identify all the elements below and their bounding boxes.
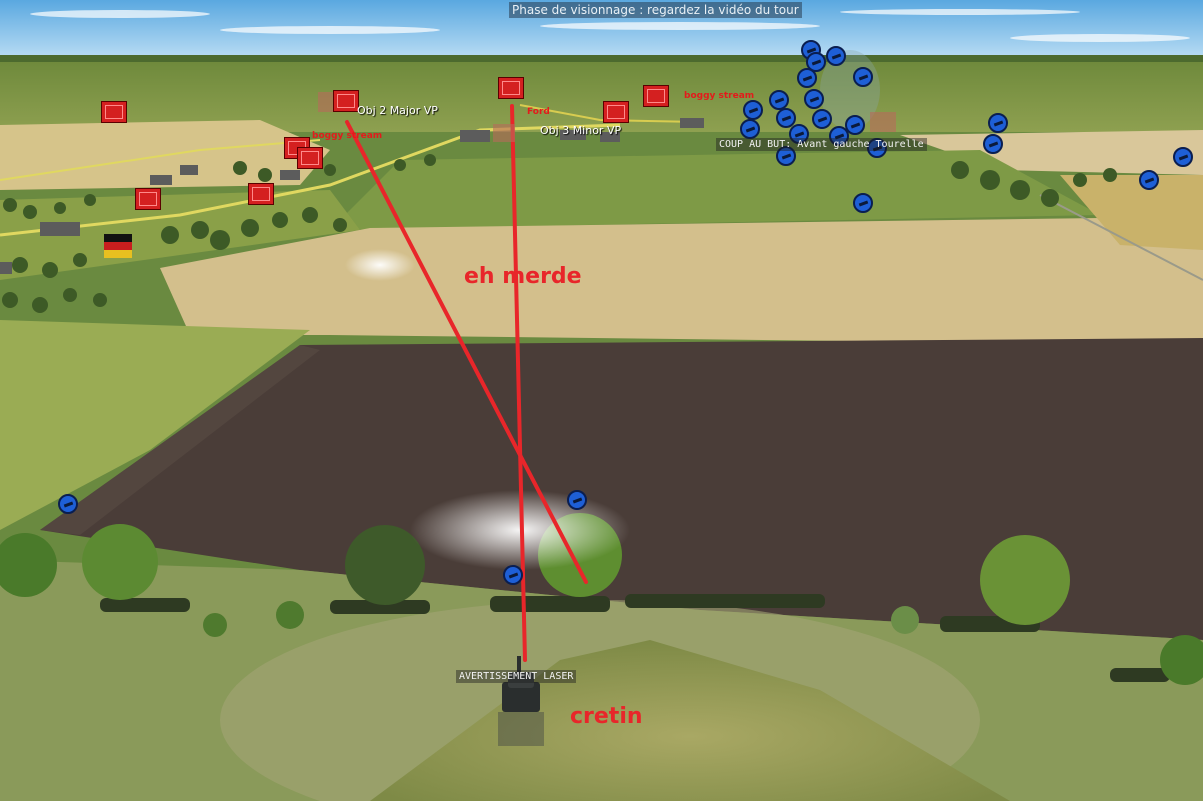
village-buildings — [0, 118, 704, 274]
allied-unit-marker[interactable] — [776, 146, 796, 166]
golden-field-right — [1060, 175, 1203, 250]
allied-unit-marker[interactable] — [804, 89, 824, 109]
village-trees — [2, 154, 1117, 313]
allied-unit-marker[interactable] — [503, 565, 523, 585]
allied-unit-marker[interactable] — [812, 109, 832, 129]
allied-unit-marker[interactable] — [867, 138, 887, 158]
axis-unit-marker[interactable] — [297, 147, 323, 169]
allied-unit-marker[interactable] — [789, 124, 809, 144]
allied-unit-marker[interactable] — [853, 193, 873, 213]
objective-2-label[interactable]: Obj 2 Major VP — [357, 104, 438, 117]
wheat-field-right — [900, 130, 1203, 175]
allied-unit-marker[interactable] — [826, 46, 846, 66]
annotation-eh-merde: eh merde — [464, 264, 582, 289]
allied-unit-marker[interactable] — [1139, 170, 1159, 190]
player-tank[interactable] — [498, 656, 544, 746]
stubble-field — [160, 218, 1203, 345]
hit-message: COUP AU BUT: Avant gauche Tourelle — [716, 138, 927, 151]
allied-unit-marker[interactable] — [983, 134, 1003, 154]
smoke-cloud-1 — [345, 249, 415, 281]
foreground-trees — [0, 513, 1203, 685]
allied-unit-marker[interactable] — [797, 68, 817, 88]
allied-unit-marker[interactable] — [776, 108, 796, 128]
horizon-treeline — [0, 55, 1203, 63]
green-pasture — [330, 150, 1100, 230]
allied-unit-marker[interactable] — [58, 494, 78, 514]
axis-unit-marker[interactable] — [248, 183, 274, 205]
axis-unit-marker[interactable] — [603, 101, 629, 123]
far-fields — [0, 62, 1203, 132]
axis-unit-marker[interactable] — [498, 77, 524, 99]
green-field-left — [0, 320, 310, 530]
boggy-stream-label-2: boggy stream — [684, 91, 755, 101]
annotation-cretin: cretin — [570, 704, 643, 729]
hill — [370, 640, 1010, 801]
axis-unit-marker[interactable] — [643, 85, 669, 107]
ford-label: Ford — [527, 107, 550, 117]
axis-unit-marker[interactable] — [135, 188, 161, 210]
objective-3-label[interactable]: Obj 3 Minor VP — [540, 124, 622, 137]
allied-unit-marker[interactable] — [853, 67, 873, 87]
allied-unit-marker[interactable] — [845, 115, 865, 135]
boggy-stream-label: boggy stream — [312, 131, 383, 141]
allied-unit-marker[interactable] — [806, 52, 826, 72]
annotation-lines — [345, 104, 588, 662]
plowed-field — [40, 338, 1203, 640]
german-flag-icon[interactable] — [104, 234, 132, 258]
axis-unit-marker[interactable] — [101, 101, 127, 123]
allied-unit-marker[interactable] — [743, 100, 763, 120]
phase-banner: Phase de visionnage : regardez la vidéo … — [509, 2, 802, 18]
allied-unit-marker[interactable] — [740, 119, 760, 139]
allied-unit-marker[interactable] — [988, 113, 1008, 133]
allied-unit-marker[interactable] — [769, 90, 789, 110]
laser-warning: AVERTISSEMENT LASER — [456, 670, 577, 683]
mid-field-left — [0, 190, 360, 280]
allied-unit-marker[interactable] — [567, 490, 587, 510]
clouds — [30, 9, 1190, 42]
road-yellow — [0, 123, 621, 237]
axis-unit-marker[interactable] — [333, 90, 359, 112]
allied-unit-marker[interactable] — [1173, 147, 1193, 167]
allied-unit-marker[interactable] — [829, 126, 849, 146]
